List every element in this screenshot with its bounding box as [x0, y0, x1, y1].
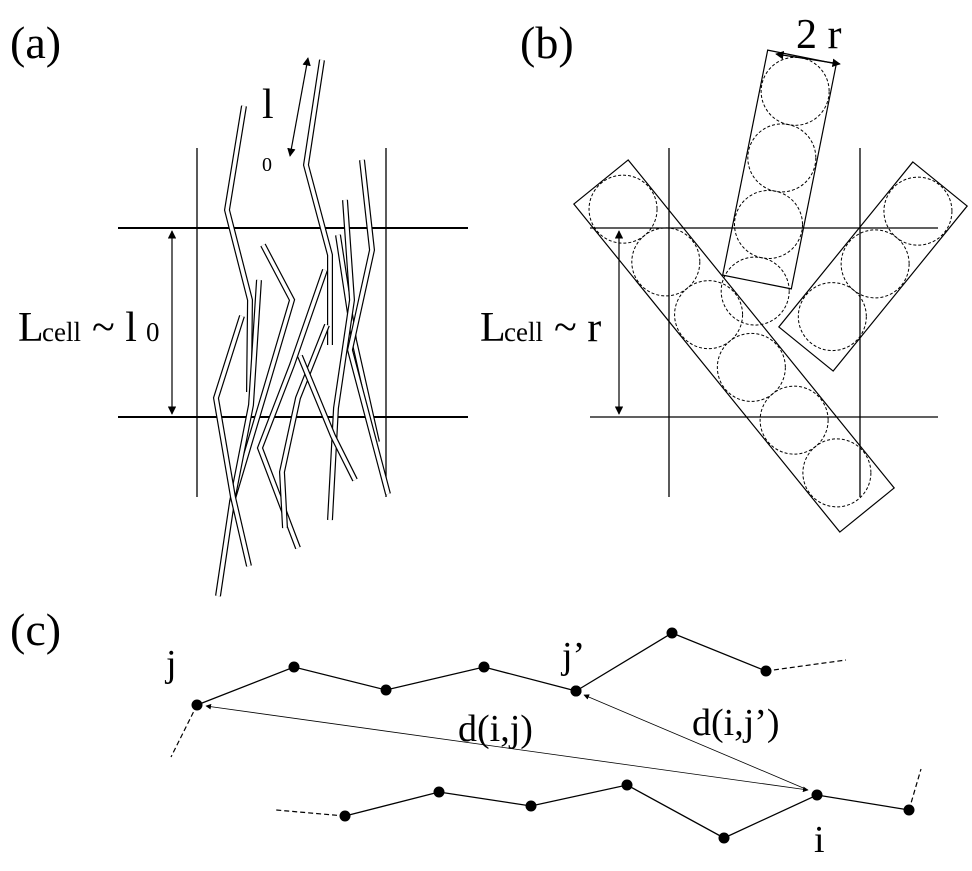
- tube-segments: [572, 49, 969, 533]
- chain-continuation: [275, 809, 346, 817]
- bead-node: [380, 684, 392, 696]
- distance-ij-prime-label: d(i,j’): [692, 702, 780, 744]
- panel-a-label: (a): [10, 17, 61, 68]
- distance-arrow-ij: [205, 703, 809, 793]
- bead-node: [433, 786, 445, 798]
- distance-arrow-ij-prime: [583, 694, 809, 791]
- bead-circle: [588, 174, 658, 244]
- cell-label-rel: ~ r: [554, 305, 601, 351]
- polymer-chains: [212, 59, 391, 597]
- polymer-strand-inner: [280, 324, 329, 529]
- bond-length-arrow: [287, 57, 311, 157]
- polymer-strand-inner: [225, 105, 252, 393]
- chain-continuation: [170, 704, 198, 758]
- chain-continuation: [908, 768, 922, 811]
- diameter-label: 2 r: [796, 12, 842, 58]
- polymer-strand-inner: [304, 59, 332, 345]
- upper-chain-branch-line: [575, 632, 767, 692]
- distance-ij-label: d(i,j): [458, 708, 533, 750]
- bead-circle: [674, 280, 744, 350]
- polymer-strand: [256, 269, 328, 550]
- bond-length-label: l: [262, 82, 274, 128]
- bead-chains: [170, 627, 922, 844]
- bead-node: [666, 627, 678, 639]
- bead-circle: [631, 227, 701, 297]
- panel-c-label: (c): [10, 604, 61, 655]
- bead-node: [288, 661, 300, 673]
- node-j-prime-label: j’: [560, 635, 585, 677]
- polymer-strand-inner: [328, 199, 354, 521]
- polymer-strand-inner: [348, 159, 390, 495]
- bead-circle: [747, 123, 817, 193]
- polymer-strand: [229, 279, 262, 503]
- tube-outline: [777, 161, 969, 372]
- bead-circle: [760, 56, 830, 126]
- cell-label-L: L: [18, 305, 44, 351]
- node-i-label: i: [814, 819, 825, 861]
- cell-label-sub: cell: [42, 317, 81, 347]
- panel-b: (b) 2 r L cell ~ r: [480, 12, 969, 533]
- polymer-strand-inner: [214, 315, 251, 567]
- tube-outline: [721, 49, 838, 290]
- panel-a: (a) l 0 L cell ~ l 0: [10, 17, 468, 597]
- bead-circle: [802, 438, 872, 508]
- cell-label-rel-sub: 0: [146, 317, 160, 347]
- bond-length-sub: 0: [262, 154, 272, 176]
- bead-circle: [883, 176, 953, 246]
- cell-size-label: L cell ~ l 0: [18, 305, 160, 351]
- diameter-arrow: [775, 51, 841, 67]
- bead-circle: [797, 282, 867, 352]
- polymer-strand: [302, 59, 333, 345]
- polymer-strand-inner: [258, 269, 327, 549]
- panel-b-label: (b): [520, 17, 574, 68]
- polymer-strand-inner: [216, 244, 294, 597]
- cell-label-L: L: [480, 305, 506, 351]
- polymer-strand-inner: [230, 279, 261, 503]
- polymer-strand: [278, 323, 330, 529]
- bead-node: [478, 661, 490, 673]
- tube-outline: [572, 159, 896, 533]
- polymer-strand-inner: [298, 355, 357, 481]
- cell-label-rel: ~ l: [92, 305, 137, 351]
- bead-circle: [734, 189, 804, 259]
- chain-continuation: [765, 659, 847, 672]
- bead-node: [811, 789, 823, 801]
- panel-c: (c) j j’ i d(i,j) d(i,j’): [10, 604, 922, 861]
- bead-node: [718, 832, 730, 844]
- panel-a-cell-grid: [118, 148, 468, 497]
- cell-size-label: L cell ~ r: [480, 305, 601, 351]
- bead-node: [525, 800, 537, 812]
- bead-circle: [716, 332, 786, 402]
- bead-circle: [759, 385, 829, 455]
- bead-circle: [720, 256, 790, 326]
- node-j-label: j: [164, 643, 177, 685]
- bead-node: [570, 685, 582, 697]
- bead-node: [621, 779, 633, 791]
- panel-b-cell-grid: [590, 148, 938, 497]
- bead-circle: [840, 229, 910, 299]
- cell-label-sub: cell: [504, 317, 543, 347]
